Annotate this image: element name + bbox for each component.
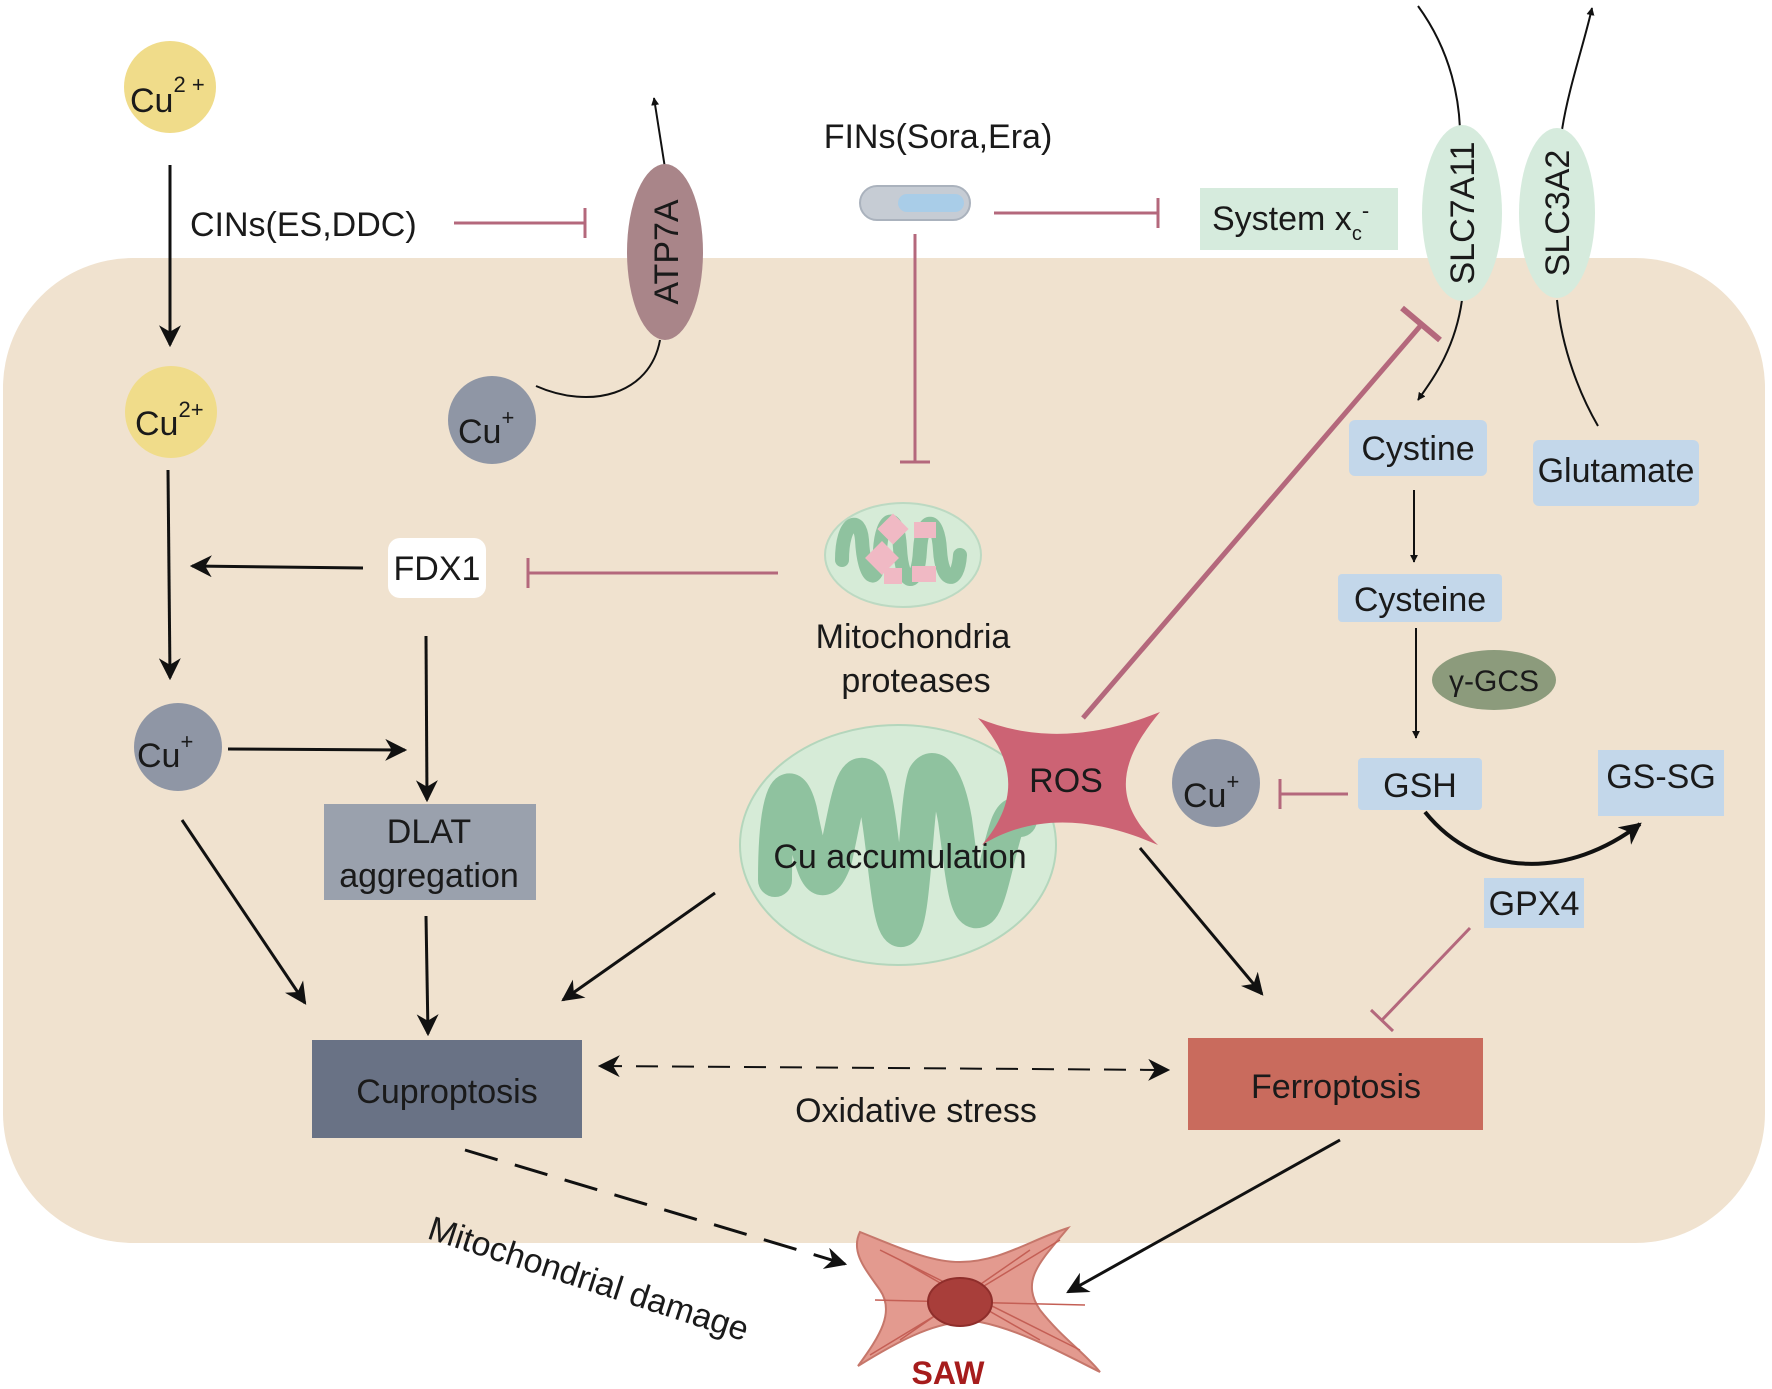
atp7a-export-arrow bbox=[651, 97, 666, 169]
glutamate-label: Glutamate bbox=[1538, 452, 1695, 490]
cu2-extracellular-ion bbox=[124, 41, 216, 133]
saw-label: SAW bbox=[912, 1355, 986, 1389]
gpx4-inhibit-bar bbox=[1369, 1008, 1395, 1033]
cu-accumulation-label: Cu accumulation bbox=[773, 838, 1026, 876]
gpx4-box bbox=[1484, 878, 1584, 928]
arrow-mito-to-cuproptosis bbox=[561, 891, 716, 1002]
cuproptosis-box bbox=[312, 1040, 582, 1138]
arrow-cu2-to-cu1 bbox=[158, 469, 181, 681]
fins-label: FINs(Sora,Era) bbox=[824, 118, 1053, 156]
system-xc-label: System xc- bbox=[1212, 198, 1369, 245]
gamma-gcs-label: γ-GCS bbox=[1449, 665, 1539, 698]
cystine-label: Cystine bbox=[1361, 430, 1474, 468]
oxidative-stress-arrow bbox=[597, 1055, 1171, 1081]
protease-shape-4 bbox=[912, 566, 936, 582]
protease-shape-2 bbox=[914, 522, 936, 538]
cu2-intracellular-label: Cu2+ bbox=[135, 397, 204, 443]
arrow-fdx1-to-left bbox=[189, 555, 364, 578]
cu1-near-atp7a-label: Cu+ bbox=[458, 405, 514, 451]
ros-shape bbox=[978, 712, 1160, 845]
arrow-cu1-to-cuproptosis bbox=[180, 819, 307, 1005]
ferroptosis-box bbox=[1188, 1038, 1483, 1130]
cu2-intracellular-ion bbox=[125, 366, 217, 458]
mito-proteases-label-line2: proteases bbox=[841, 662, 990, 700]
gpx4-label: GPX4 bbox=[1489, 885, 1580, 923]
gamma-gcs-enzyme bbox=[1432, 650, 1556, 710]
system-xc-box bbox=[1200, 188, 1398, 250]
gsh-label: GSH bbox=[1383, 767, 1457, 805]
mito-proteases-label-line1: Mitochondria bbox=[816, 618, 1011, 656]
slc3a2-label: SLC3A2 bbox=[1539, 150, 1577, 277]
ros-slc7a11-inhibit-line bbox=[1081, 322, 1424, 720]
arrow-fdx1-to-dlat bbox=[415, 635, 438, 803]
glutamate-box bbox=[1533, 440, 1699, 506]
saw-cell-nucleus bbox=[927, 1277, 993, 1327]
slc3a2-transporter bbox=[1519, 128, 1595, 298]
arrow-ferroptosis-to-saw bbox=[1066, 1138, 1341, 1294]
dlat-box bbox=[324, 804, 536, 900]
fins-pill-core bbox=[898, 194, 964, 212]
cysteine-label: Cysteine bbox=[1354, 581, 1486, 619]
fdx1-box bbox=[388, 538, 486, 598]
cu2-extracellular-label: Cu2 + bbox=[130, 72, 205, 120]
slc7a11-transporter bbox=[1422, 125, 1502, 301]
dlat-label-line1: DLAT bbox=[387, 813, 471, 851]
slc7a11-out-line bbox=[1417, 299, 1463, 401]
atp7a-protein bbox=[627, 164, 703, 340]
atp7a-cu-line bbox=[535, 339, 661, 398]
atp7a-label: ATP7A bbox=[648, 199, 686, 305]
arrow-gsh-to-gssg bbox=[1423, 810, 1642, 866]
cu1-right-label: Cu+ bbox=[1183, 769, 1239, 815]
ros-label: ROS bbox=[1029, 762, 1103, 800]
fdx1-label: FDX1 bbox=[394, 550, 481, 588]
ferroptosis-label: Ferroptosis bbox=[1251, 1068, 1421, 1106]
gs-sg-box bbox=[1598, 750, 1724, 816]
mito-cu-cristae bbox=[758, 753, 1037, 947]
cysteine-box bbox=[1338, 574, 1502, 622]
gsh-box bbox=[1358, 758, 1482, 810]
cins-label: CINs(ES,DDC) bbox=[190, 206, 417, 244]
arrow-dlat-to-cuproptosis bbox=[416, 915, 439, 1037]
mito-proteases-cristae bbox=[835, 514, 967, 586]
protease-shape-3 bbox=[865, 541, 899, 575]
cystine-box bbox=[1349, 420, 1487, 476]
arrow-cuproptosis-to-saw bbox=[464, 1148, 848, 1269]
gs-sg-label: GS-SG bbox=[1606, 758, 1716, 796]
protease-shape-5 bbox=[884, 568, 902, 584]
cu1-right-ion bbox=[1172, 739, 1260, 827]
ros-slc7a11-inhibit-bar bbox=[1400, 305, 1442, 343]
slc7a11-label: SLC7A11 bbox=[1444, 141, 1482, 284]
oxidative-stress-label: Oxidative stress bbox=[795, 1092, 1037, 1130]
arrow-ros-to-ferroptosis bbox=[1138, 847, 1264, 996]
arrow-cu1-to-dlat bbox=[227, 738, 408, 761]
cu1-left-label: Cu+ bbox=[137, 729, 193, 775]
cuproptosis-label: Cuproptosis bbox=[356, 1073, 537, 1111]
dlat-label-line2: aggregation bbox=[339, 857, 519, 895]
cu1-near-atp7a-ion bbox=[448, 376, 536, 464]
gpx4-inhibit-line bbox=[1380, 926, 1472, 1022]
slc3a2-in-line bbox=[1556, 299, 1599, 427]
slc3a2-out-line bbox=[1561, 7, 1595, 131]
cu1-left-ion bbox=[134, 703, 222, 791]
